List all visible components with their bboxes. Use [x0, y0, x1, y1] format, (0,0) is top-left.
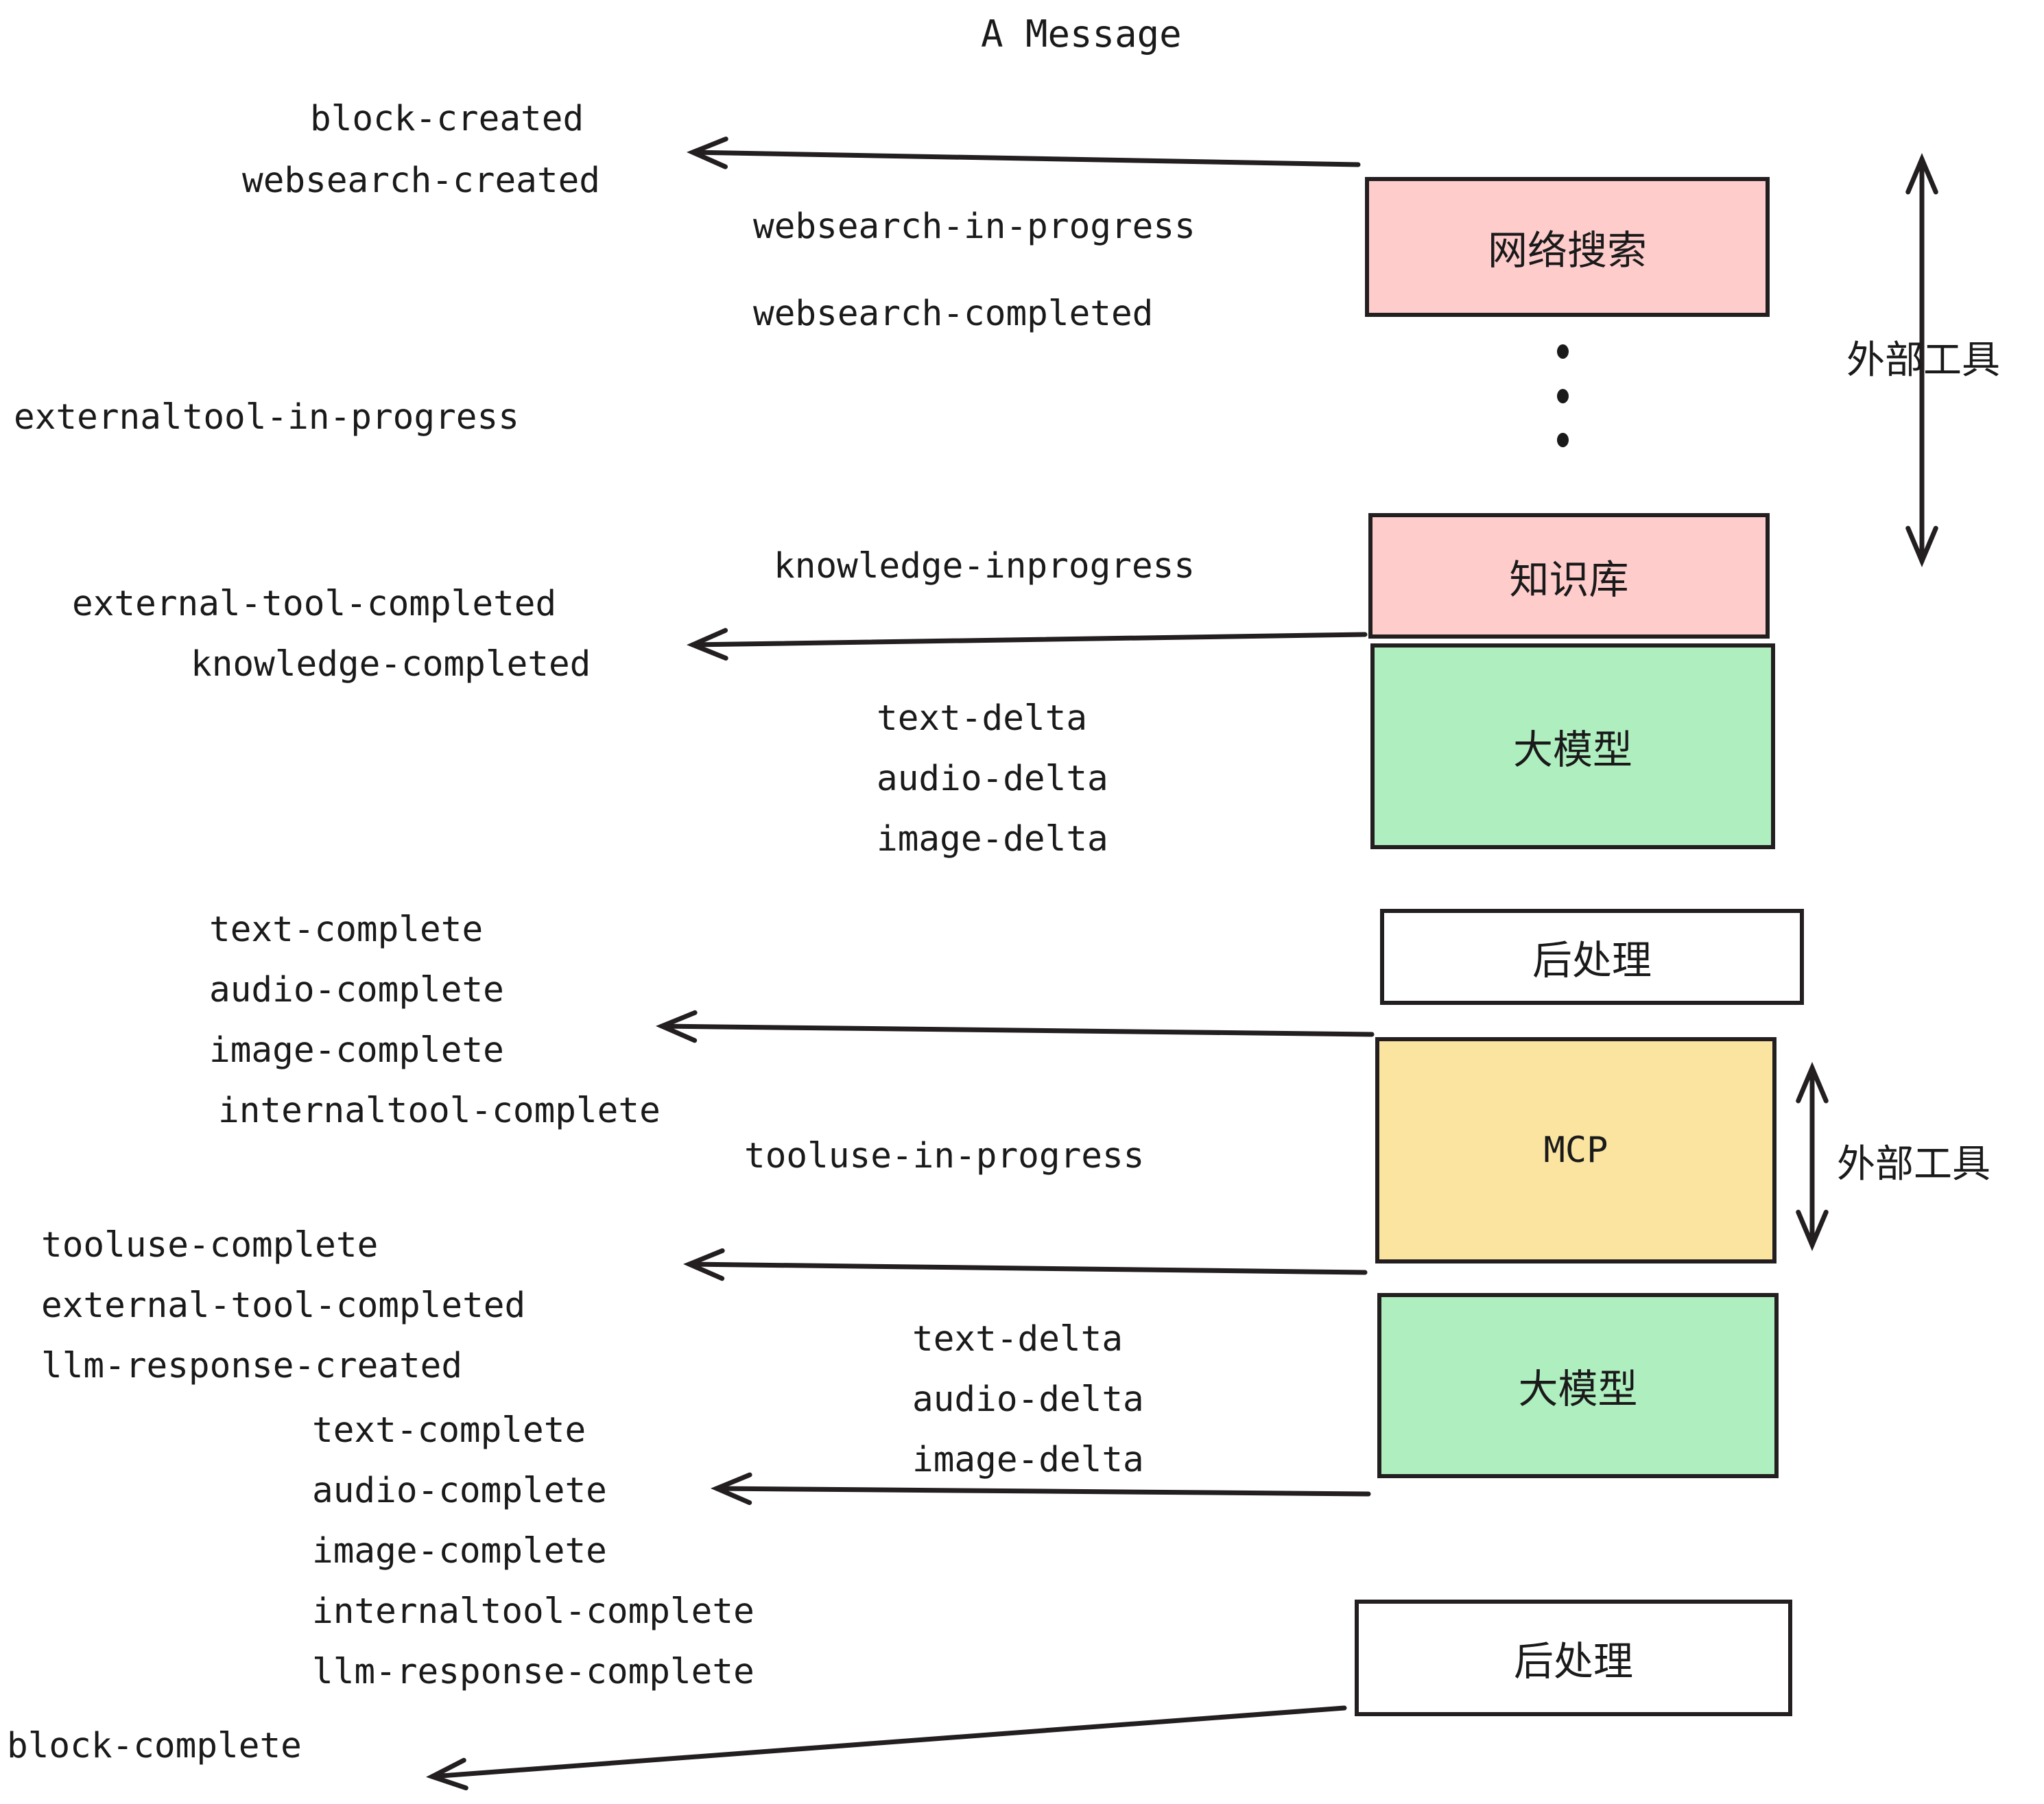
arrow-arrow-block-created	[687, 137, 1361, 169]
vertical-ellipsis-icon	[1557, 344, 1569, 447]
event-label-tooluse-complete: tooluse-complete	[41, 1225, 379, 1266]
node-box-label: 后处理	[1513, 1638, 1633, 1685]
event-label-internaltool-complete-1: internaltool-complete	[218, 1091, 661, 1131]
event-label-block-created: block-created	[310, 99, 584, 139]
event-label-llm-response-created: llm-response-created	[41, 1346, 463, 1386]
side-label-external-tools-top: 外部工具	[1846, 338, 2000, 383]
node-box-label: MCP	[1543, 1130, 1608, 1171]
event-label-external-tool-completed-2: external-tool-completed	[41, 1285, 526, 1326]
event-label-audio-delta-1: audio-delta	[877, 759, 1108, 799]
node-box-llm-2: 大模型	[1377, 1293, 1779, 1478]
node-box-label: 知识库	[1509, 556, 1629, 603]
node-box-postprocess-2: 后处理	[1355, 1600, 1792, 1716]
event-label-knowledge-inprogress: knowledge-inprogress	[774, 546, 1196, 586]
node-box-label: 大模型	[1512, 726, 1632, 773]
event-label-block-complete: block-complete	[7, 1726, 302, 1766]
event-label-websearch-created: websearch-created	[242, 161, 600, 201]
arrow-arrow-tooluse-complete	[683, 1248, 1368, 1281]
side-label-external-tools-bottom: 外部工具	[1837, 1142, 1990, 1187]
event-label-image-delta-2: image-delta	[912, 1440, 1144, 1480]
event-label-image-complete-2: image-complete	[312, 1531, 607, 1571]
event-label-llm-response-complete: llm-response-complete	[312, 1652, 754, 1692]
node-box-postprocess-1: 后处理	[1380, 909, 1804, 1005]
arrow-arrow-block-complete	[426, 1705, 1347, 1791]
range-arrow-external-tools-bottom-range	[1796, 1062, 1829, 1251]
event-label-text-complete-1: text-complete	[209, 910, 484, 950]
node-box-label: 网络搜索	[1487, 227, 1647, 274]
arrow-arrow-image-complete	[656, 1010, 1375, 1043]
page-title: A Message	[981, 12, 1182, 56]
node-box-knowledge: 知识库	[1368, 513, 1770, 639]
node-box-mcp: MCP	[1375, 1037, 1776, 1263]
event-label-text-complete-2: text-complete	[312, 1410, 586, 1451]
event-label-tooluse-in-progress: tooluse-in-progress	[744, 1136, 1145, 1176]
arrow-arrow-knowledge-completed	[687, 628, 1368, 661]
event-label-text-delta-1: text-delta	[877, 698, 1088, 739]
event-label-websearch-in-progress: websearch-in-progress	[753, 206, 1196, 247]
event-label-external-tool-completed-1: external-tool-completed	[72, 584, 557, 624]
node-box-label: 大模型	[1518, 1366, 1638, 1412]
event-label-text-delta-2: text-delta	[912, 1319, 1124, 1360]
event-label-websearch-completed: websearch-completed	[753, 294, 1154, 334]
event-label-internaltool-complete-2: internaltool-complete	[312, 1591, 754, 1632]
event-label-image-complete-1: image-complete	[209, 1030, 504, 1071]
event-label-audio-complete-2: audio-complete	[312, 1471, 607, 1511]
node-box-websearch: 网络搜索	[1365, 177, 1770, 317]
event-label-image-delta-1: image-delta	[877, 819, 1108, 859]
event-label-knowledge-completed: knowledge-completed	[191, 644, 591, 685]
event-label-audio-complete-1: audio-complete	[209, 970, 504, 1010]
node-box-label: 后处理	[1532, 937, 1652, 984]
node-box-llm-1: 大模型	[1370, 643, 1775, 849]
event-label-externaltool-in-progress: externaltool-in-progress	[14, 397, 519, 438]
event-label-audio-delta-2: audio-delta	[912, 1379, 1144, 1420]
